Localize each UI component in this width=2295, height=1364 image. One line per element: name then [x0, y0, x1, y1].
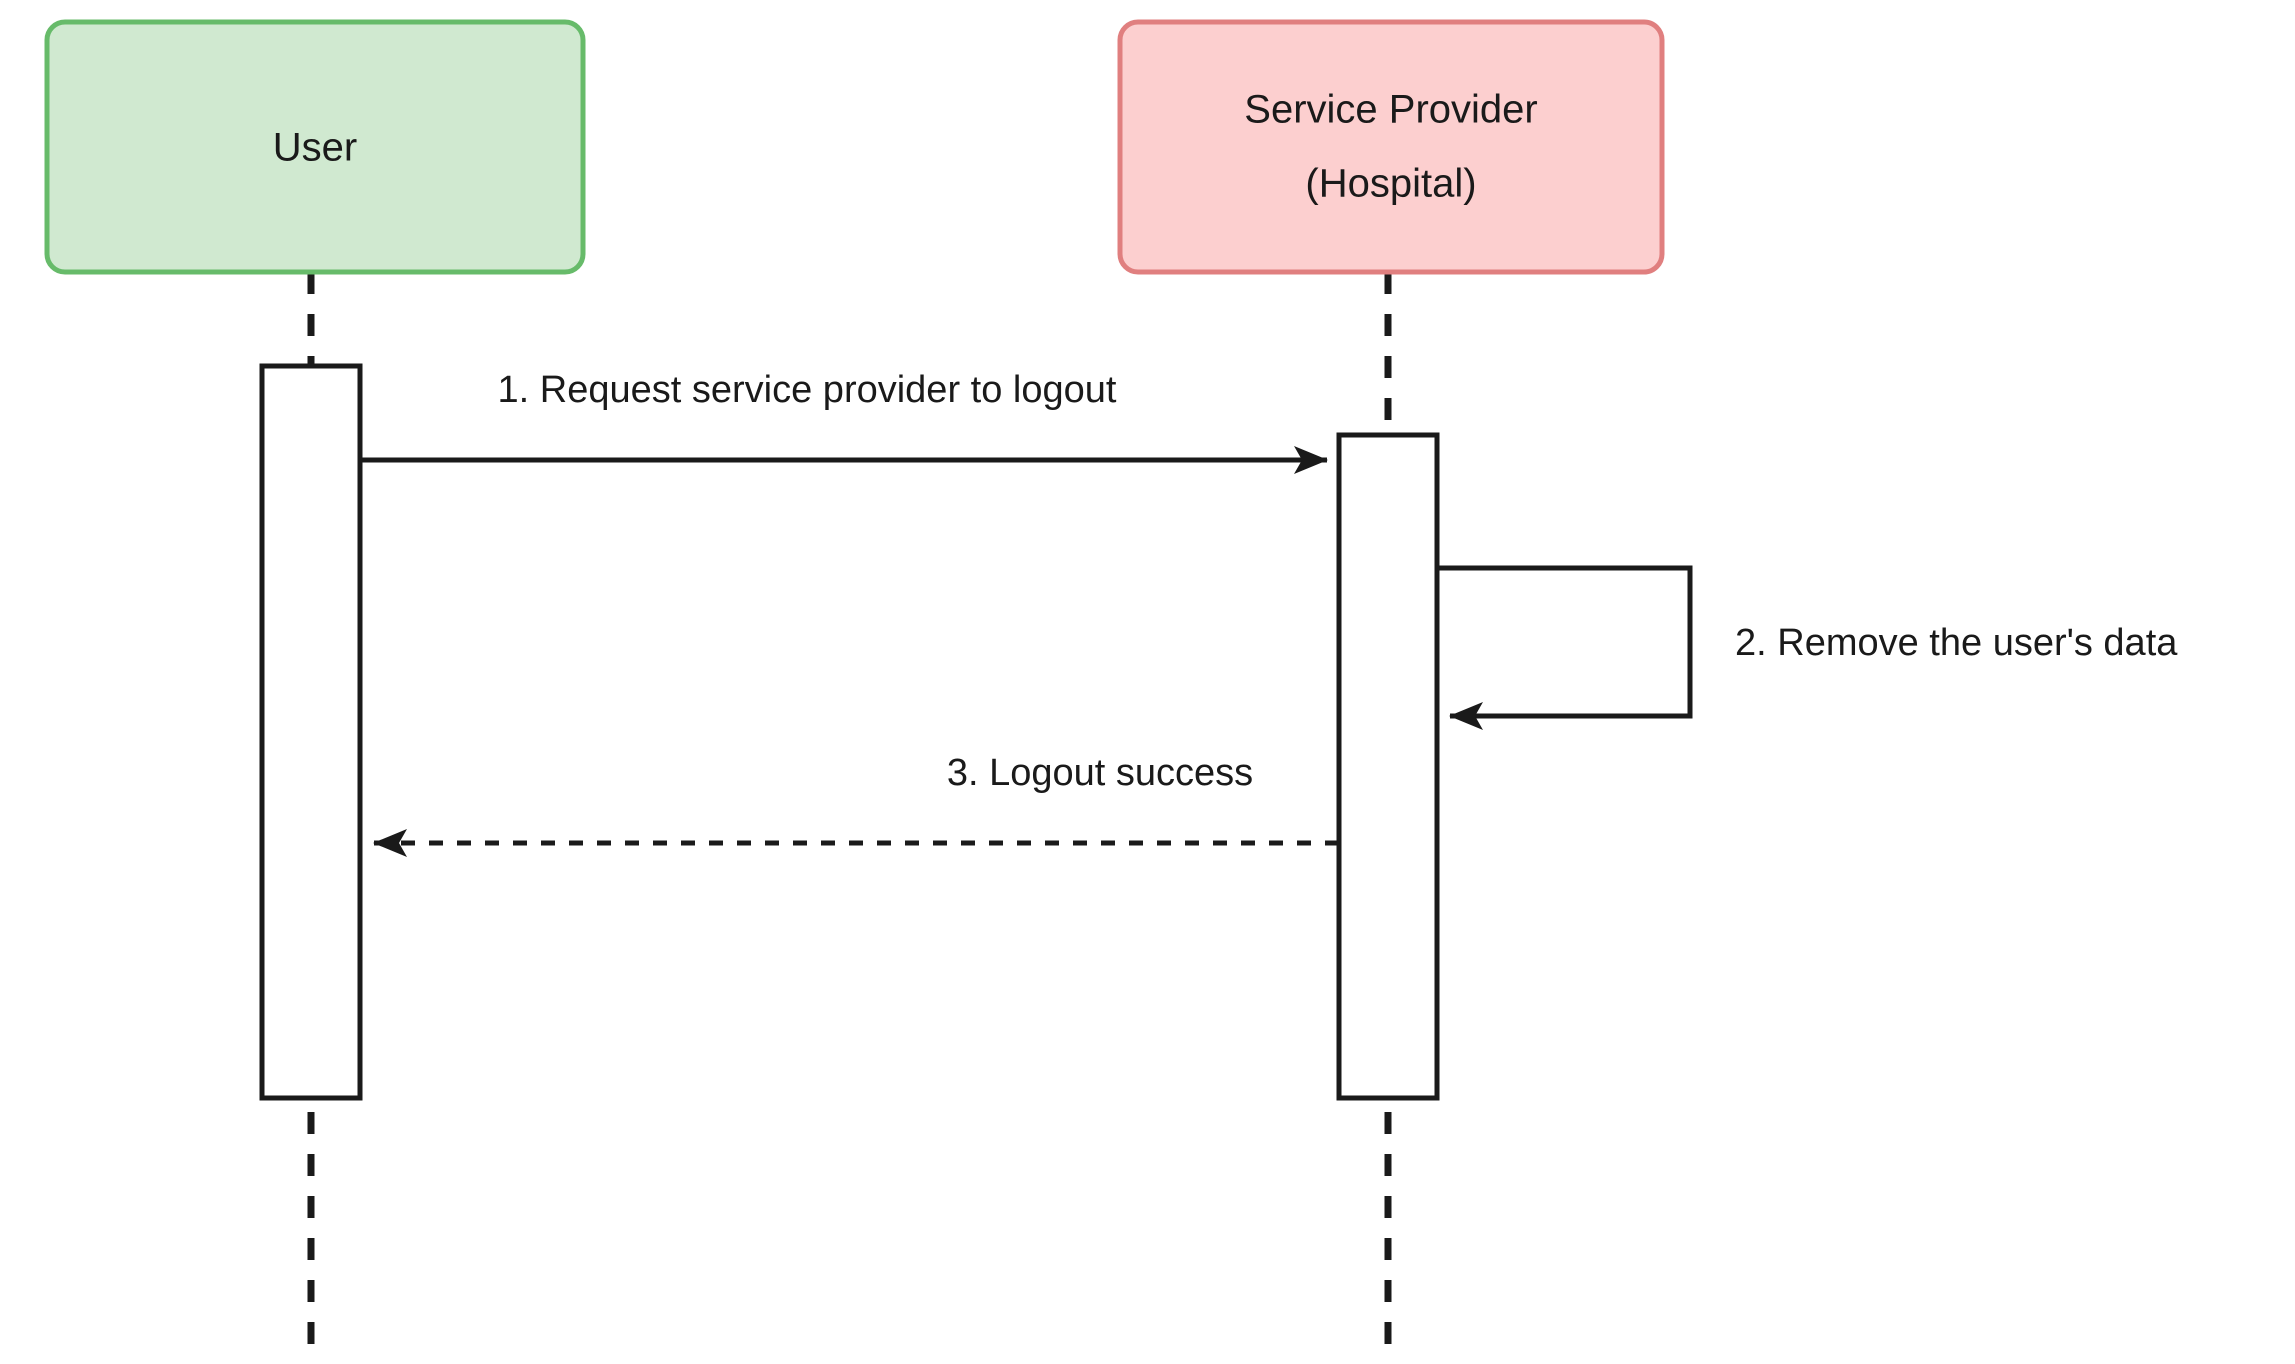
- message-label-1: 1. Request service provider to logout: [498, 369, 1117, 411]
- actor-label-service-provider-line1: Service Provider: [1244, 88, 1537, 132]
- actor-box-service-provider[interactable]: [1117, 19, 1665, 275]
- activation-bar-service-provider: [1336, 432, 1440, 1101]
- message-label-2: 2. Remove the user's data: [1735, 622, 2178, 664]
- actor-label-service-provider-line2: (Hospital): [1305, 162, 1476, 206]
- actor-box-user[interactable]: [44, 19, 586, 275]
- message-label-3: 3. Logout success: [947, 752, 1253, 794]
- message-self-loop-2: [1437, 565, 1693, 730]
- activation-bar-user: [259, 363, 363, 1101]
- actor-label-user: User: [273, 126, 357, 170]
